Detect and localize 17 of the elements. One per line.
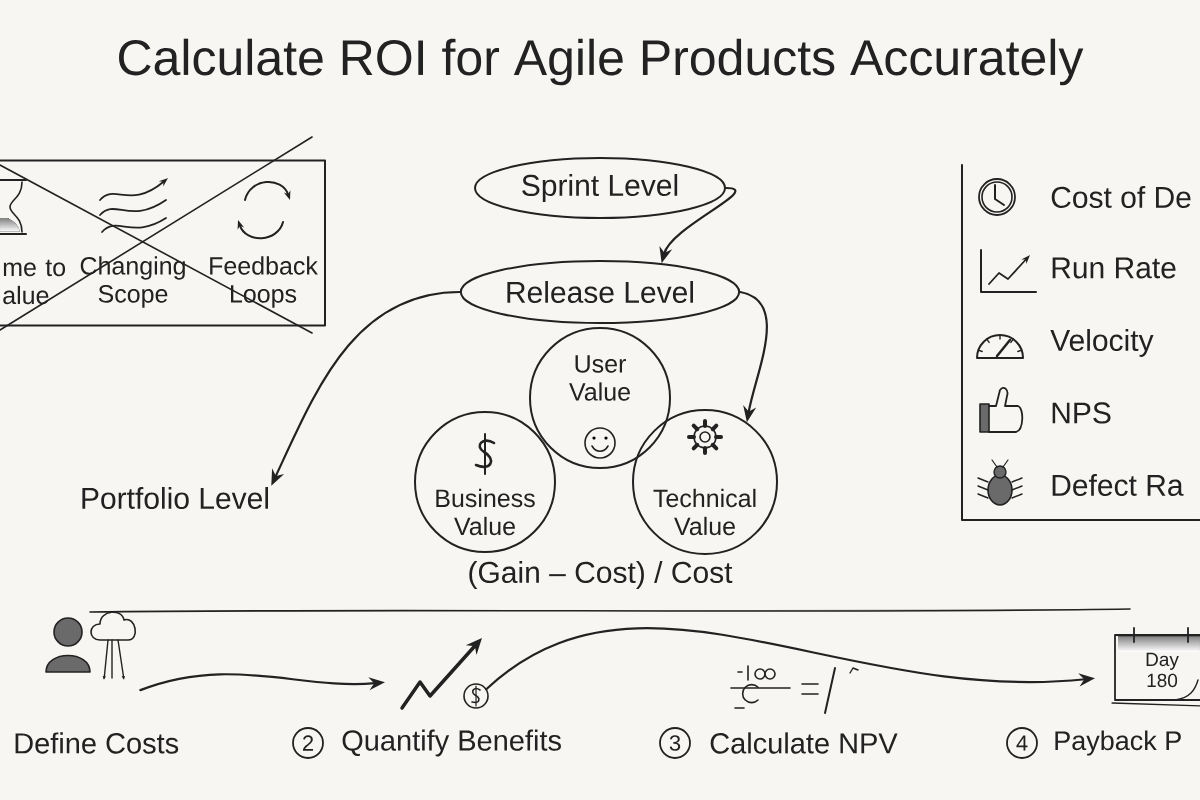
step-label: Portfolio Level [82, 487, 268, 509]
metric-label: NPS [1052, 402, 1111, 424]
step-number: 2 [292, 727, 324, 759]
formula-text: (Gain – Cost) / Cost [469, 561, 733, 589]
metric-label: Run Rate [1052, 257, 1176, 279]
step-label: Calculate NPV [710, 732, 898, 754]
factor-label: me to alue [3, 259, 66, 305]
calendar-text: Day 180 [1146, 652, 1179, 688]
step-number: 4 [1006, 727, 1038, 759]
step-label: Quantify Benefits [342, 729, 561, 757]
metric-label: Velocity [1050, 329, 1154, 357]
step-label: Define Costs [15, 732, 179, 754]
step-label: Payback P [1055, 730, 1181, 756]
metric-label: Cost of De [1051, 186, 1191, 208]
metric-label: Defect Ra [1052, 474, 1184, 496]
step-number: 3 [659, 727, 691, 759]
title: Calculate ROI for Agile Products Accurately [119, 38, 1084, 86]
